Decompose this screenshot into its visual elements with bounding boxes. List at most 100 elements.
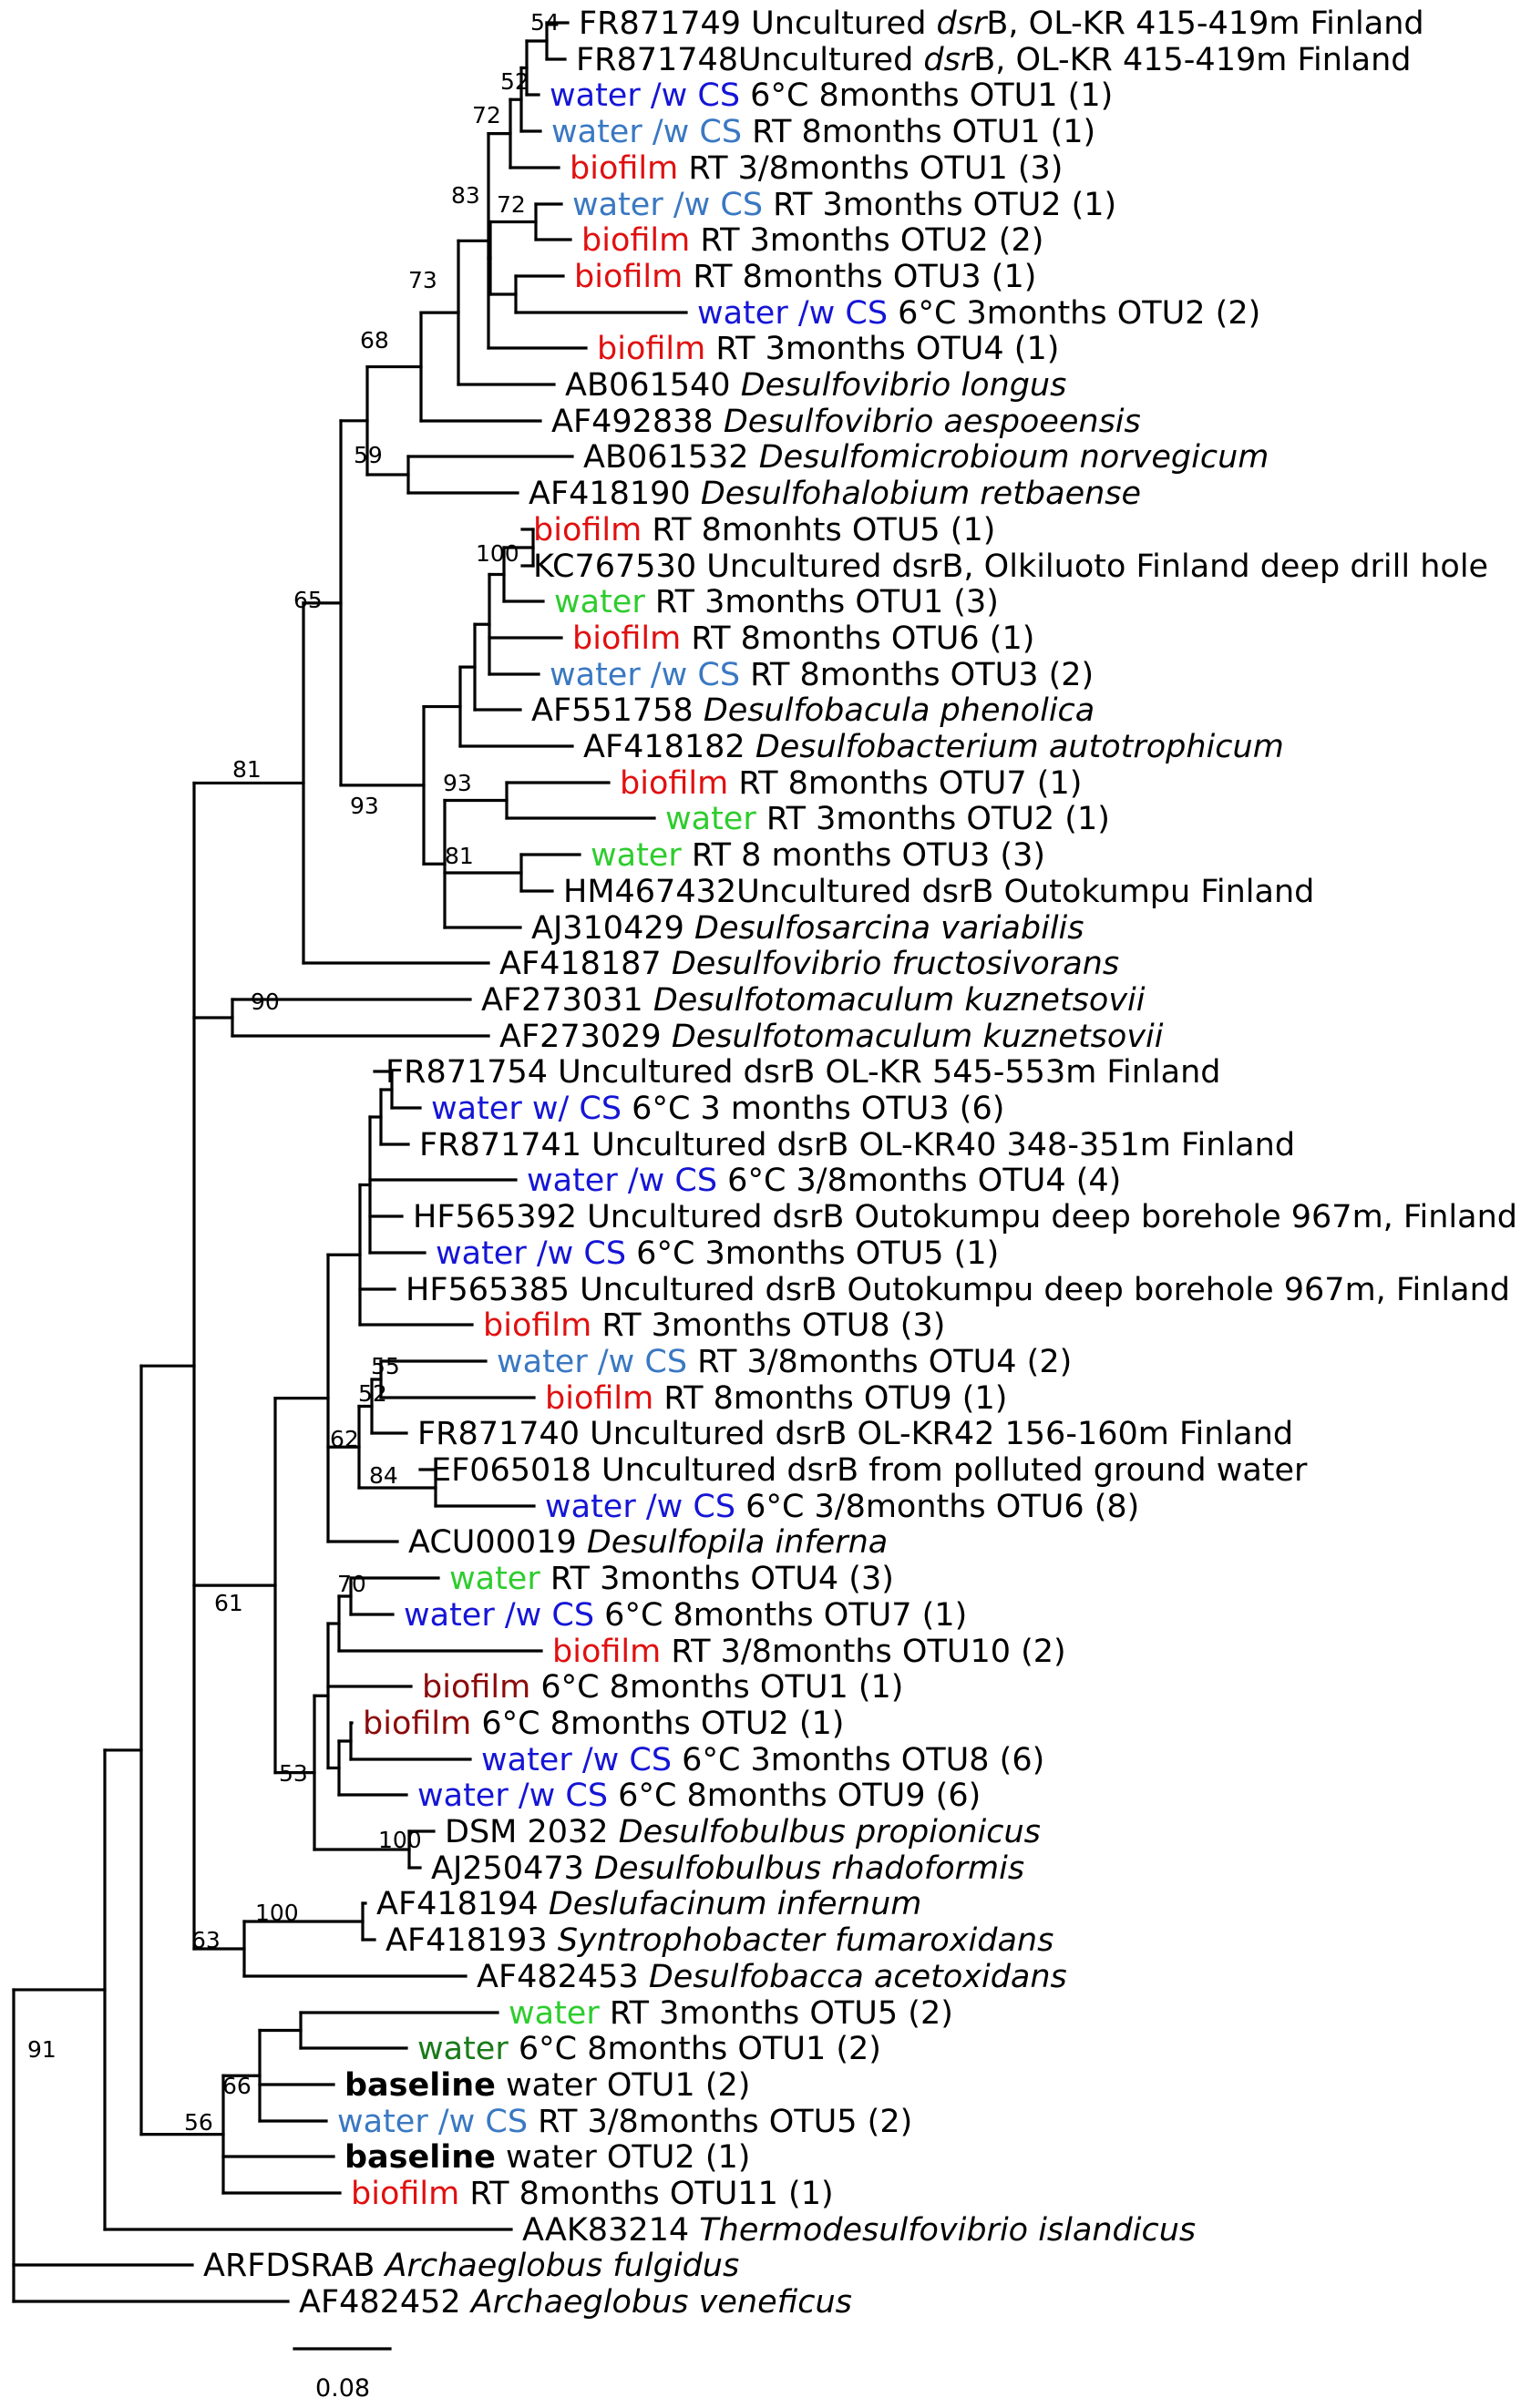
bootstrap-value: 100 — [476, 540, 519, 567]
leaf-label-part: water OTU1 (2) — [496, 2067, 751, 2104]
leaf-label-part: RT 8months OTU3 (2) — [740, 657, 1094, 693]
bootstrap-value: 63 — [191, 1927, 221, 1953]
leaf-label-part: water /w CS — [545, 1489, 735, 1525]
leaf-label-part: RT 3months OTU1 (3) — [645, 584, 999, 620]
leaf-label-part: AF418193 — [385, 1922, 558, 1959]
bootstrap-value: 100 — [378, 1827, 422, 1853]
leaf-label-part: AJ250473 — [431, 1850, 594, 1887]
leaf-label-part: baseline — [344, 2067, 496, 2104]
leaf-label-l21: AF418182 Desulfobacterium autotrophicum — [583, 729, 1284, 765]
leaf-label-part: water /w CS — [497, 1344, 687, 1380]
leaf-label-part: RT 8months OTU9 (1) — [653, 1380, 1007, 1417]
leaf-label-l45: water /w CS 6°C 8months OTU7 (1) — [404, 1597, 967, 1634]
bootstrap-value: 73 — [408, 267, 437, 293]
leaf-label-part: water /w CS — [550, 77, 740, 114]
leaf-label-l26: AJ310429 Desulfosarcina variabilis — [531, 910, 1084, 947]
bootstrap-value: 56 — [184, 2109, 213, 2136]
leaf-label-part: water /w CS — [436, 1235, 626, 1272]
leaf-label-l4: water /w CS RT 8months OTU1 (1) — [551, 114, 1095, 150]
leaf-label-part: biofilm — [351, 2176, 459, 2212]
leaf-label-part: Desulfopila inferna — [587, 1524, 888, 1561]
leaf-label-l56: water RT 3months OTU5 (2) — [509, 1995, 953, 2032]
leaf-label-l23: water RT 3months OTU2 (1) — [665, 801, 1110, 837]
leaf-label-part: 6°C 3 months OTU3 (6) — [622, 1091, 1004, 1127]
leaf-label-l52: AJ250473 Desulfobulbus rhadoformis — [431, 1850, 1024, 1887]
leaf-label-part: water /w CS — [481, 1742, 672, 1778]
bootstrap-value: 59 — [354, 442, 383, 468]
leaf-label-part: KC767530 Uncultured dsrB, Olkiluoto Finl… — [533, 548, 1488, 585]
leaf-label-l5: biofilm RT 3/8months OTU1 (3) — [570, 150, 1063, 187]
leaf-label-part: AB061532 — [583, 439, 759, 476]
leaf-label-part: AF418182 — [583, 729, 755, 765]
leaf-label-l17: water RT 3months OTU1 (3) — [554, 584, 999, 620]
leaf-label-l57: water 6°C 8months OTU1 (2) — [417, 2031, 881, 2067]
leaf-label-part: water OTU2 (1) — [496, 2139, 751, 2176]
leaf-label-part: water — [591, 837, 682, 874]
leaf-label-part: RT 8months OTU3 (1) — [683, 259, 1036, 295]
scale-bar: 0.08 — [293, 2347, 392, 2403]
leaf-label-l24: water RT 8 months OTU3 (3) — [591, 837, 1045, 874]
leaf-label-part: AF551758 — [531, 692, 704, 729]
leaf-label-part: water — [665, 801, 756, 837]
leaf-label-part: AF492838 — [551, 404, 724, 440]
bootstrap-value: 54 — [530, 9, 560, 36]
bootstrap-value: 62 — [330, 1426, 359, 1452]
leaf-label-part: Desulfobacca acetoxidans — [649, 1959, 1067, 1995]
leaf-label-part: AF482452 — [299, 2284, 471, 2321]
leaf-label-l53: AF418194 Deslufacinum infernum — [376, 1886, 921, 1922]
leaf-label-part: water — [509, 1995, 600, 2032]
leaf-label-part: Desulfomicrobioum norvegicum — [759, 439, 1269, 476]
leaf-label-part: Deslufacinum infernum — [549, 1886, 922, 1922]
leaf-label-l35: water /w CS 6°C 3months OTU5 (1) — [436, 1235, 999, 1272]
leaf-label-l34: HF565392 Uncultured dsrB Outokumpu deep … — [413, 1199, 1517, 1235]
bootstrap-value: 65 — [293, 587, 323, 613]
leaf-label-l55: AF482453 Desulfobacca acetoxidans — [477, 1959, 1067, 1995]
leaf-label-l48: biofilm 6°C 8months OTU2 (1) — [363, 1706, 844, 1742]
bootstrap-value: 90 — [251, 989, 280, 1015]
leaf-label-part: RT 3months OTU2 (2) — [690, 222, 1043, 259]
leaf-label-part: water w/ CS — [431, 1091, 622, 1127]
leaf-label-part: AAK83214 — [522, 2212, 699, 2249]
leaf-label-part: RT 8months OTU7 (1) — [728, 765, 1082, 802]
leaf-label-part: water /w CS — [404, 1597, 594, 1634]
leaf-label-l18: biofilm RT 8months OTU6 (1) — [572, 620, 1034, 657]
leaf-label-part: biofilm — [483, 1307, 591, 1344]
bootstrap-value: 83 — [451, 182, 480, 209]
leaf-label-part: Desulfobacula phenolica — [704, 692, 1095, 729]
leaf-label-part: HF565392 Uncultured dsrB Outokumpu deep … — [413, 1199, 1517, 1235]
leaf-label-part: biofilm — [574, 259, 683, 295]
leaf-label-part: 6°C 3/8months OTU6 (8) — [735, 1489, 1139, 1525]
bootstrap-value: 52 — [500, 68, 529, 95]
leaf-label-part: RT 3months OTU2 (1) — [763, 187, 1116, 223]
leaf-label-part: water /w CS — [527, 1163, 717, 1199]
leaf-label-part: RT 3months OTU4 (3) — [540, 1561, 894, 1597]
leaf-label-part: RT 3months OTU8 (3) — [591, 1307, 945, 1344]
scale-bar-label: 0.08 — [315, 2374, 370, 2403]
leaf-label-l11: AB061540 Desulfovibrio longus — [565, 367, 1066, 404]
leaf-label-part: 6°C 8months OTU2 (1) — [471, 1706, 844, 1742]
leaf-label-part: FR871749 Uncultured — [579, 5, 937, 42]
leaf-label-l64: AF482452 Archaeglobus veneficus — [299, 2284, 852, 2321]
bootstrap-value: 61 — [214, 1590, 243, 1616]
leaf-label-part: biofilm — [363, 1706, 471, 1742]
leaf-label-l60: baseline water OTU2 (1) — [344, 2139, 750, 2176]
leaf-label-part: AF418190 — [529, 476, 701, 512]
leaf-label-l59: water /w CS RT 3/8months OTU5 (2) — [337, 2104, 912, 2140]
bootstrap-value: 66 — [222, 2073, 252, 2099]
leaf-label-l13: AB061532 Desulfomicrobioum norvegicum — [583, 439, 1269, 476]
leaf-label-l3: water /w CS 6°C 8months OTU1 (1) — [550, 77, 1113, 114]
leaf-label-part: biofilm — [620, 765, 728, 802]
leaf-label-part: RT 8months OTU11 (1) — [459, 2176, 833, 2212]
leaf-label-l32: FR871741 Uncultured dsrB OL-KR40 348-351… — [419, 1127, 1295, 1163]
leaf-label-part: Desulfovibrio fructosivorans — [672, 946, 1119, 982]
leaf-label-part: EF065018 Uncultured dsrB from polluted g… — [431, 1452, 1308, 1489]
tree-branches — [12, 21, 688, 2303]
leaf-label-l8: biofilm RT 8months OTU3 (1) — [574, 259, 1036, 295]
leaf-label-part: 6°C 8months OTU1 (2) — [509, 2031, 881, 2067]
leaf-label-l58: baseline water OTU1 (2) — [344, 2067, 750, 2104]
leaf-label-part: Desulfosarcina variabilis — [694, 910, 1084, 947]
leaf-label-part: Desulfohalobium retbaense — [701, 476, 1141, 512]
leaf-label-l10: biofilm RT 3months OTU4 (1) — [597, 331, 1059, 367]
bootstrap-value: 81 — [232, 756, 262, 783]
